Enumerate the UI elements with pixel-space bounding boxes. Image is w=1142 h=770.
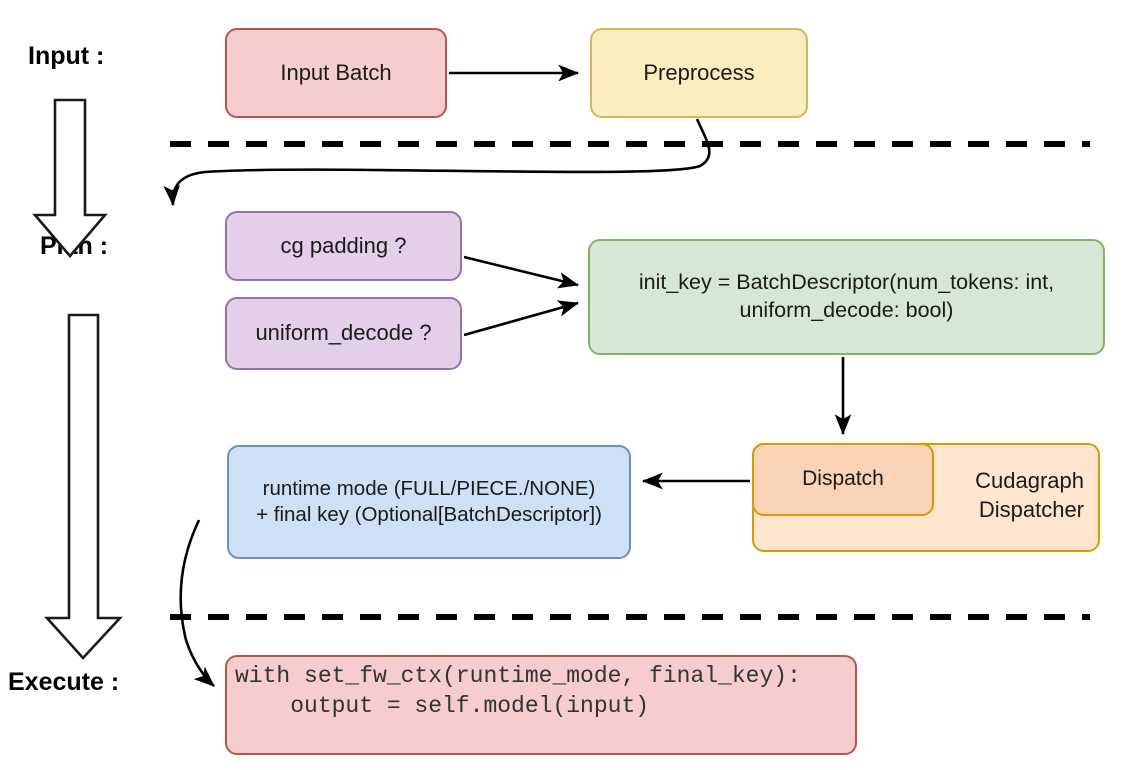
node-uniform-decode[interactable]: uniform_decode ? xyxy=(225,297,462,370)
node-cudagraph-dispatcher-line-1: Cudagraph xyxy=(975,468,1084,494)
block-arrow-input-to-plan xyxy=(32,98,108,259)
node-runtime-mode-line-1: runtime mode (FULL/PIECE./NONE) xyxy=(262,476,596,500)
node-dispatch[interactable]: Dispatch xyxy=(752,443,934,516)
node-cudagraph-dispatcher-line-2: Dispatcher xyxy=(978,496,1084,522)
stage-label-input: Input : xyxy=(28,42,105,70)
node-preprocess[interactable]: Preprocess xyxy=(590,28,808,118)
node-init-key[interactable]: init_key = BatchDescriptor(num_tokens: i… xyxy=(588,239,1105,355)
edge-uniform-decode-to-init-key xyxy=(463,300,580,337)
node-runtime-mode[interactable]: runtime mode (FULL/PIECE./NONE) + final … xyxy=(227,445,631,559)
node-execute-code-line-1: with set_fw_ctx(runtime_mode, final_key)… xyxy=(235,663,801,689)
node-execute-code[interactable]: with set_fw_ctx(runtime_mode, final_key)… xyxy=(225,655,857,755)
node-cg-padding[interactable]: cg padding ? xyxy=(225,211,462,281)
block-arrow-plan-to-execute xyxy=(44,313,123,660)
node-execute-code-line-2: output = self.model(input) xyxy=(235,693,650,720)
node-runtime-mode-line-2: + final key (Optional[BatchDescriptor]) xyxy=(256,503,602,526)
edge-preprocess-to-cg-padding xyxy=(163,118,711,207)
node-init-key-line-2: uniform_decode: bool) xyxy=(739,298,954,322)
edge-cg-padding-to-init-key xyxy=(463,255,580,289)
stage-label-execute: Execute : xyxy=(8,668,120,696)
node-input-batch[interactable]: Input Batch xyxy=(225,28,447,118)
node-init-key-line-1: init_key = BatchDescriptor(num_tokens: i… xyxy=(638,270,1055,295)
edge-runtime-mode-to-execute-code xyxy=(179,519,215,687)
